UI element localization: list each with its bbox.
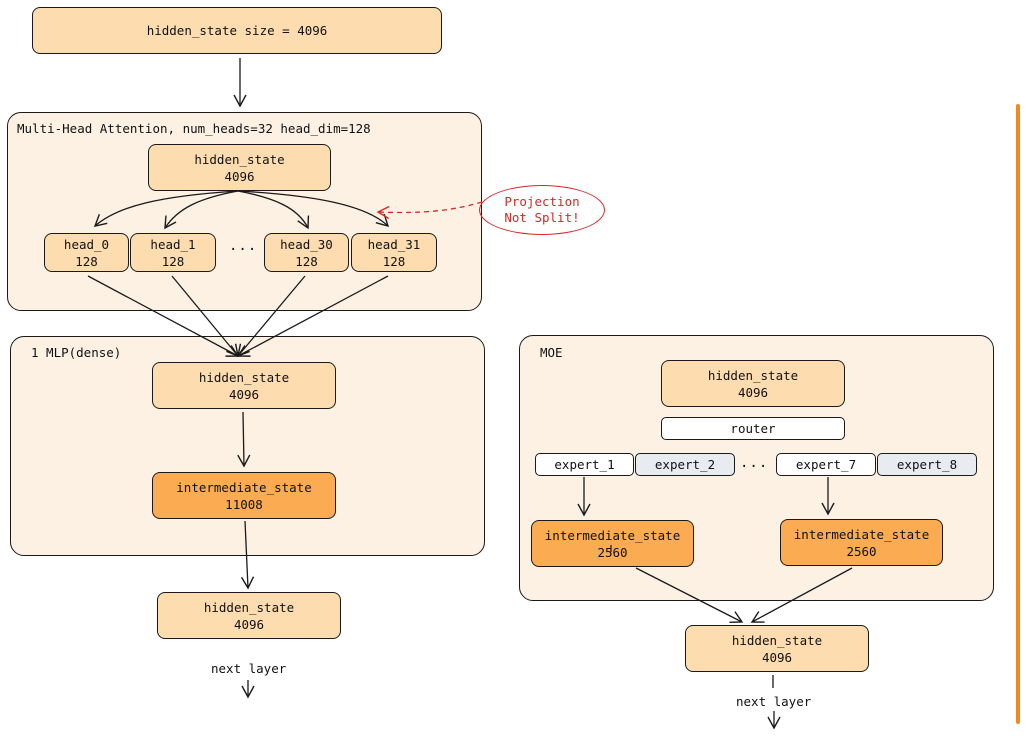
moe-output-node: hidden_state 4096 [685, 625, 869, 672]
expert-8-node: expert_8 [877, 453, 977, 476]
head-31-name: head_31 [367, 236, 421, 252]
mlp-next-layer-label: next layer [211, 661, 287, 676]
expert-2-node: expert_2 [635, 453, 735, 476]
mlp-input-node: hidden_state 4096 [152, 362, 336, 409]
moe-input-value: 4096 [737, 384, 769, 400]
expert-1-node: expert_1 [535, 453, 634, 476]
head-30-value: 128 [295, 253, 318, 269]
moe-input-name: hidden_state [707, 367, 799, 383]
mlp-output-name: hidden_state [203, 599, 295, 615]
moe-intermediate-left-node: intermediate_state 2560 [531, 520, 694, 567]
mlp-intermediate-value: 11008 [225, 496, 263, 512]
mha-input-value: 4096 [224, 168, 255, 184]
moe-intermediate-right-name: intermediate_state [793, 526, 930, 542]
expert-8-label: expert_8 [896, 457, 958, 472]
head-31-value: 128 [382, 253, 406, 269]
mlp-input-name: hidden_state [198, 369, 290, 385]
moe-intermediate-right-value: 2560 [846, 543, 877, 559]
mlp-input-value: 4096 [228, 386, 260, 402]
mlp-output-node: hidden_state 4096 [157, 592, 341, 639]
expert-1-label: expert_1 [554, 457, 615, 472]
projection-callout: Projection Not Split! [479, 185, 605, 235]
mlp-title: 1 MLP(dense) [31, 345, 122, 360]
head-1-value: 128 [161, 253, 185, 269]
mlp-intermediate-name: intermediate_state [176, 479, 312, 495]
mha-title: Multi-Head Attention, num_heads=32 head_… [17, 121, 371, 136]
router-node: router [661, 417, 845, 440]
top-hidden-state-label: hidden_state size = 4096 [146, 23, 328, 38]
mha-input-node: hidden_state 4096 [148, 144, 331, 191]
top-hidden-state-node: hidden_state size = 4096 [32, 7, 442, 54]
moe-intermediate-right-node: intermediate_state 2560 [780, 519, 943, 566]
mlp-output-value: 4096 [233, 616, 265, 632]
moe-next-layer-label: next layer [736, 694, 812, 709]
moe-intermediate-left-value: 2560 [597, 544, 628, 560]
moe-input-node: hidden_state 4096 [661, 360, 845, 407]
mha-group: Multi-Head Attention, num_heads=32 head_… [7, 112, 482, 311]
head-1-node: head_1 128 [130, 233, 216, 272]
mlp-intermediate-node: intermediate_state 11008 [152, 472, 336, 519]
moe-output-value: 4096 [761, 649, 793, 665]
side-accent-bar [1016, 104, 1020, 724]
head-0-value: 128 [75, 253, 98, 269]
moe-intermediate-left-name: intermediate_state [544, 527, 681, 543]
head-30-name: head_30 [280, 236, 333, 252]
head-0-name: head_0 [63, 236, 110, 252]
moe-output-name: hidden_state [731, 632, 823, 648]
heads-ellipsis: ... [229, 238, 258, 254]
experts-ellipsis: ... [740, 455, 769, 471]
callout-line-2: Not Split! [504, 210, 580, 225]
expert-7-label: expert_7 [795, 457, 857, 472]
head-1-name: head_1 [150, 236, 196, 252]
head-30-node: head_30 128 [264, 233, 349, 272]
head-31-node: head_31 128 [351, 233, 437, 272]
router-label: router [730, 421, 776, 436]
moe-title: MOE [540, 345, 563, 360]
mha-input-name: hidden_state [194, 151, 285, 167]
callout-line-1: Projection [504, 194, 580, 209]
expert-2-label: expert_2 [654, 457, 716, 472]
head-0-node: head_0 128 [44, 233, 129, 272]
expert-7-node: expert_7 [776, 453, 876, 476]
